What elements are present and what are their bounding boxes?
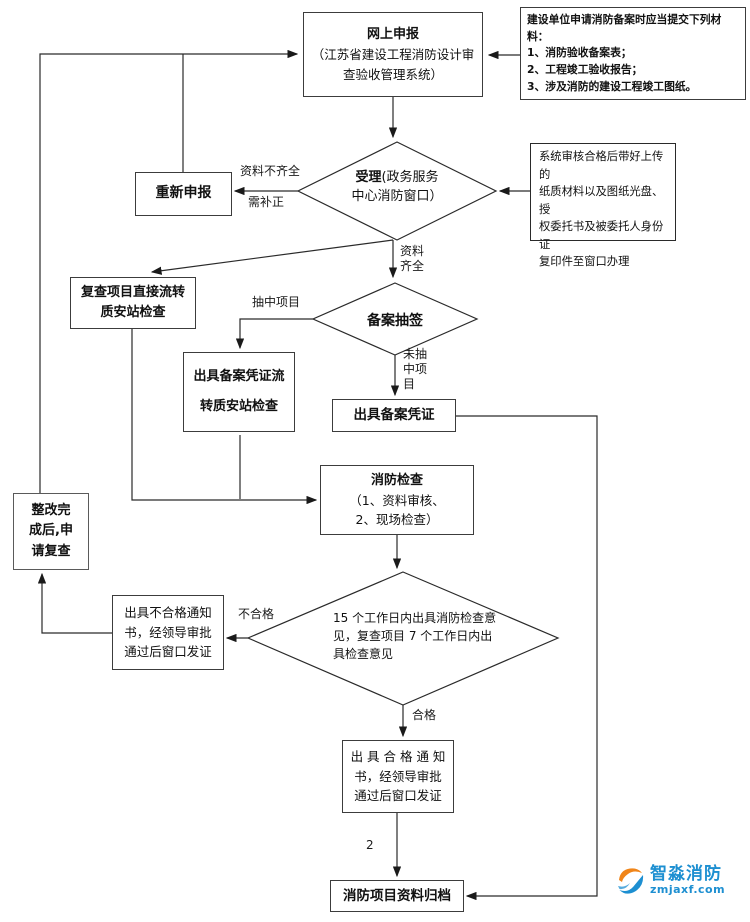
materials-line-4: 3、涉及消防的建设工程竣工图纸。	[527, 79, 697, 93]
fail-notice-line1: 出具不合格通知	[124, 605, 212, 621]
rectify-line2: 成后,申	[29, 523, 73, 539]
materials-line-2: 1、消防验收备案表；	[527, 46, 632, 60]
deadline-diamond-text: 15 个工作日内出具消防检查意 见，复查项目 7 个工作日内出 具检查意见	[333, 609, 529, 663]
node-fail-notice: 出具不合格通知 书，经领导审批 通过后窗口发证	[112, 595, 224, 670]
watermark-logo: 智淼消防 zmjaxf.com	[616, 864, 726, 896]
reapply-label: 重新申报	[155, 185, 212, 202]
pass-notice-line2: 书，经领导审批	[354, 768, 442, 784]
node-rectify: 整改完 成后,申 请复查	[13, 493, 89, 570]
label-complete-1: 资料	[400, 244, 425, 258]
edge-lottery-to-voucher-transfer	[235, 318, 313, 350]
lottery-diamond-text: 备案抽签	[367, 313, 423, 329]
edge-accept-to-recheck-transfer	[150, 239, 394, 275]
node-window-note: 系统审核合格后带好上传的 纸质材料以及图纸光盘、授 权委托书及被委托人身份证 复…	[530, 143, 676, 268]
accept-diamond-text: 受理(政务服务 中心消防窗口）	[308, 166, 486, 204]
node-fire-check: 消防检查 （1、资料审核、 2、现场检查）	[320, 465, 474, 535]
fail-notice-line3: 通过后窗口发证	[124, 644, 212, 660]
edge-rectify-to-online-apply	[39, 49, 299, 493]
label-page-number: 2	[366, 838, 374, 852]
recheck-transfer-line2: 质安站检查	[100, 305, 166, 320]
node-reapply: 重新申报	[135, 172, 232, 216]
deadline-line3: 具检查意见	[333, 647, 394, 661]
logo-domain-text: zmjaxf.com	[650, 882, 726, 896]
node-materials-note: 建设单位申请消防备案时应当提交下列材料： 1、消防验收备案表； 2、工程竣工验收…	[520, 7, 746, 100]
accept-line2: 中心消防窗口）	[351, 189, 443, 204]
node-pass-notice: 出 具 合 格 通 知 书，经领导审批 通过后窗口发证	[342, 740, 454, 813]
fire-check-line3: 2、现场检查）	[355, 512, 439, 528]
zhimiao-logo-icon	[618, 868, 644, 894]
label-pass: 合格	[412, 708, 437, 722]
fire-check-line2: （1、资料审核、	[349, 492, 445, 508]
label-not-drawn-3: 目	[403, 377, 416, 391]
rectify-line3: 请复查	[31, 543, 71, 559]
label-not-drawn-1: 未抽	[403, 347, 428, 361]
window-note-line-3: 权委托书及被委托人身份证	[539, 220, 664, 251]
node-voucher-transfer: 出具备案凭证流 转质安站检查	[183, 352, 295, 432]
pass-notice-line3: 通过后窗口发证	[354, 788, 442, 804]
voucher-transfer-line1: 出具备案凭证流	[193, 369, 285, 385]
logo-brand-text: 智淼消防	[650, 864, 722, 884]
accept-rest: (政务服务	[381, 170, 439, 185]
label-complete-2: 齐全	[400, 259, 425, 273]
online-apply-line3: 查验收管理系统）	[342, 66, 443, 82]
recheck-transfer-line1: 复查项目直接流转	[80, 284, 185, 300]
window-note-line-4: 复印件至窗口办理	[539, 255, 630, 268]
materials-line-1: 建设单位申请消防备案时应当提交下列材料：	[527, 13, 722, 43]
accept-diamond-shape	[296, 141, 498, 241]
edge-voucher-to-archive	[455, 415, 598, 901]
voucher-label: 出具备案凭证	[353, 407, 435, 424]
node-voucher: 出具备案凭证	[332, 399, 456, 432]
deadline-line2: 见，复查项目 7 个工作日内出	[333, 629, 493, 643]
label-need-fix: 需补正	[248, 195, 285, 209]
node-online-apply: 网上申报 （江苏省建设工程消防设计审 查验收管理系统）	[303, 12, 483, 97]
accept-title: 受理	[355, 170, 382, 185]
window-note-line-2: 纸质材料以及图纸光盘、授	[539, 185, 664, 216]
archive-label: 消防项目资料归档	[343, 887, 451, 904]
lottery-diamond-shape	[311, 282, 479, 356]
fire-check-title: 消防检查	[370, 472, 423, 488]
materials-line-3: 2、工程竣工验收报告；	[527, 63, 643, 77]
voucher-transfer-line2: 转质安站检查	[199, 399, 278, 414]
node-archive: 消防项目资料归档	[330, 880, 464, 912]
rectify-line1: 整改完	[31, 503, 71, 519]
deadline-diamond-shape	[246, 571, 560, 706]
label-incomplete: 资料不齐全	[240, 164, 301, 178]
online-apply-title: 网上申报	[366, 27, 419, 43]
deadline-line1: 15 个工作日内出具消防检查意	[333, 611, 497, 625]
node-recheck-transfer: 复查项目直接流转 质安站检查	[70, 277, 196, 329]
label-drawn: 抽中项目	[252, 295, 301, 309]
edge-fail-notice-to-rectify	[37, 572, 113, 634]
pass-notice-line1: 出 具 合 格 通 知	[350, 749, 446, 765]
window-note-line-1: 系统审核合格后带好上传的	[539, 150, 664, 181]
label-not-drawn-2: 中项	[403, 362, 428, 376]
label-fail: 不合格	[238, 607, 275, 621]
edge-recheck-to-fire-check	[131, 329, 318, 505]
online-apply-line2: （江苏省建设工程消防设计审	[311, 47, 475, 63]
fail-notice-line2: 书，经领导审批	[124, 624, 212, 640]
